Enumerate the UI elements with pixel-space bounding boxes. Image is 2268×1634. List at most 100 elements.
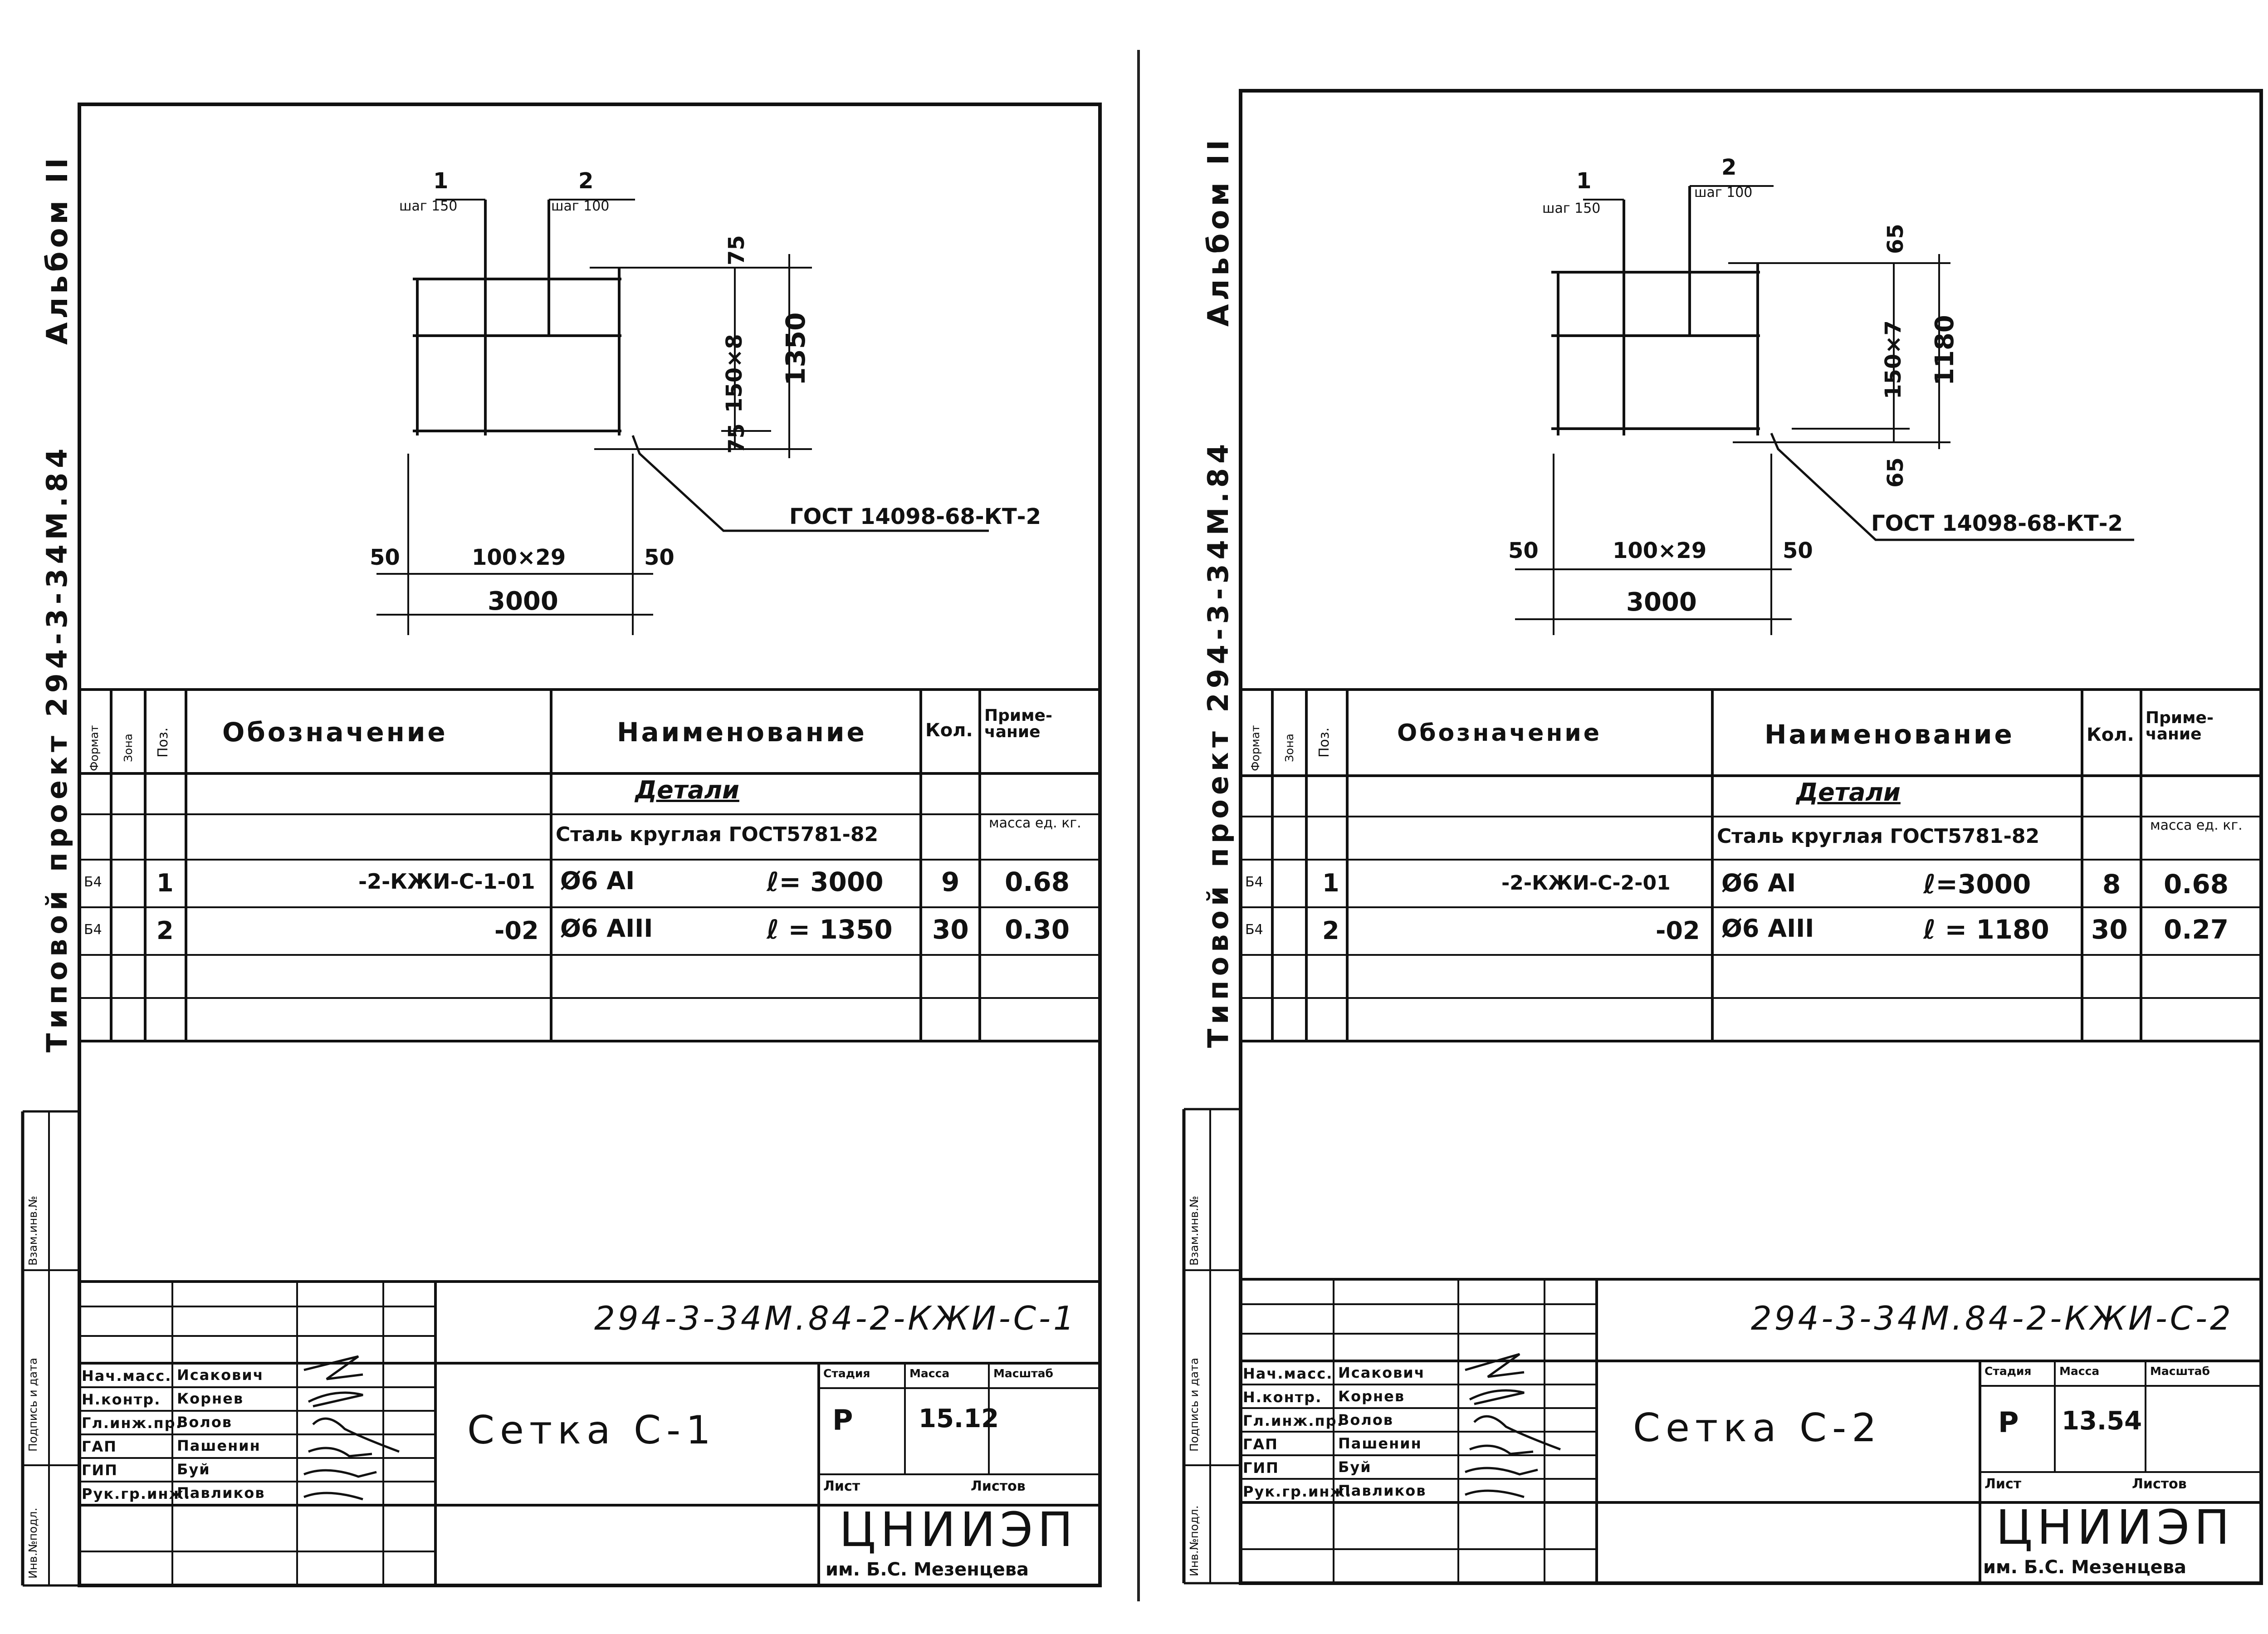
org-subtitle: им. Б.С. Мезенцева bbox=[826, 1559, 1029, 1580]
pos2-step: шаг 100 bbox=[1694, 185, 1753, 201]
row2-length: ℓ = 1180 bbox=[1923, 914, 2049, 945]
material-label: Сталь круглая ГОСТ5781-82 bbox=[1717, 825, 2040, 848]
role-4: ГАП bbox=[82, 1438, 117, 1455]
right-edge-dim: 50 bbox=[1783, 538, 1813, 563]
name-2: Корнев bbox=[177, 1390, 244, 1407]
role-3: Гл.инж.пр. bbox=[82, 1414, 182, 1432]
mass-value: 13.54 bbox=[2062, 1406, 2142, 1436]
row1-qty: 9 bbox=[941, 866, 960, 897]
pos1-step: шаг 150 bbox=[1542, 201, 1601, 216]
sheet-cut-line bbox=[1137, 50, 1140, 1601]
mesh-drawing bbox=[1515, 185, 2134, 635]
inner-spacing-dim: 150×8 bbox=[722, 334, 747, 413]
mass-value: 15.12 bbox=[919, 1404, 999, 1433]
pos1-step: шаг 150 bbox=[399, 198, 458, 214]
sheet-label: Лист bbox=[823, 1478, 860, 1494]
spec-table-grid bbox=[79, 688, 1100, 1042]
inner-spacing-dim: 150×7 bbox=[1881, 320, 1906, 399]
title-block-grid bbox=[79, 1280, 1100, 1585]
sheets-label: Листов bbox=[2132, 1476, 2187, 1492]
col-format-header: Формат bbox=[88, 725, 101, 771]
col-note-header: Приме-чание bbox=[984, 706, 1052, 741]
row2-length: ℓ = 1350 bbox=[767, 914, 893, 945]
col-designation-header: Обозначение bbox=[222, 717, 448, 748]
album-label: Альбом II bbox=[41, 154, 74, 345]
mass-label: Масса bbox=[2059, 1365, 2100, 1378]
row1-length: ℓ= 3000 bbox=[767, 866, 884, 897]
top-offset-dim: 65 bbox=[1883, 224, 1908, 254]
mass-note: масса ед. кг. bbox=[2150, 817, 2243, 833]
name-4: Пашенин bbox=[177, 1437, 261, 1454]
col-qty-header: Кол. bbox=[925, 720, 973, 741]
row1-note: 0.68 bbox=[2164, 869, 2229, 900]
section-title: Детали bbox=[635, 776, 739, 804]
span-dim: 100×29 bbox=[472, 545, 566, 570]
top-offset-dim: 75 bbox=[724, 235, 749, 265]
role-4: ГАП bbox=[1243, 1436, 1278, 1453]
row2-designation: -02 bbox=[1656, 916, 1700, 945]
row2-pos: 2 bbox=[156, 916, 174, 945]
role-3: Гл.инж.пр. bbox=[1243, 1412, 1344, 1429]
name-3: Волов bbox=[1338, 1411, 1394, 1429]
row2-dia: Ø6 АIII bbox=[560, 914, 653, 943]
col-zone-header: Зона bbox=[122, 734, 135, 762]
name-1: Исакович bbox=[1338, 1364, 1425, 1381]
signature-scribbles bbox=[303, 1355, 400, 1501]
sheets-label: Листов bbox=[971, 1478, 1026, 1494]
role-5: ГИП bbox=[1243, 1459, 1279, 1477]
bottom-offset-dim: 65 bbox=[1883, 457, 1908, 488]
name-3: Волов bbox=[177, 1414, 233, 1431]
pos1-label: 1 bbox=[433, 168, 449, 194]
row2-note: 0.30 bbox=[1005, 914, 1070, 945]
height-dim: 1180 bbox=[1930, 315, 1960, 386]
org-name: ЦНИИЭП bbox=[1996, 1500, 2234, 1555]
col-zone-header: Зона bbox=[1283, 734, 1296, 762]
drawing-code: 294-3-34М.84-2-КЖИ-С-2 bbox=[1751, 1299, 2234, 1337]
stamp-inv: Инв.№подл. bbox=[26, 1507, 39, 1579]
right-edge-dim: 50 bbox=[644, 545, 675, 570]
role-6: Рук.гр.инж. bbox=[1243, 1483, 1352, 1500]
role-5: ГИП bbox=[82, 1462, 118, 1479]
title-block-grid bbox=[1241, 1278, 2261, 1583]
sheet-frame bbox=[21, 103, 1102, 1587]
row2-qty: 30 bbox=[932, 914, 969, 945]
name-4: Пашенин bbox=[1338, 1435, 1422, 1452]
material-label: Сталь круглая ГОСТ5781-82 bbox=[556, 823, 879, 846]
total-dim: 3000 bbox=[1626, 587, 1697, 617]
row1-pos: 1 bbox=[1322, 869, 1339, 897]
row1-designation: -2-КЖИ-С-2-01 bbox=[1501, 871, 1671, 895]
row1-dia: Ø6 АI bbox=[560, 866, 635, 895]
row2-pos: 2 bbox=[1322, 916, 1339, 945]
row1-dia: Ø6 АI bbox=[1721, 869, 1796, 897]
role-2: Н.контр. bbox=[1243, 1389, 1322, 1406]
left-edge-dim: 50 bbox=[370, 545, 400, 570]
stage-label: Стадия bbox=[1984, 1365, 2032, 1378]
project-label: Типовой проект 294-3-34М.84 bbox=[40, 444, 73, 1052]
row2-format: Б4 bbox=[1245, 922, 1263, 938]
stamp-sign-date: Подпись и дата bbox=[1188, 1357, 1201, 1452]
row1-length: ℓ=3000 bbox=[1923, 869, 2031, 900]
row1-format: Б4 bbox=[84, 874, 102, 890]
row2-dia: Ø6 АIII bbox=[1721, 914, 1814, 943]
col-pos-header: Поз. bbox=[1316, 727, 1332, 758]
span-dim: 100×29 bbox=[1613, 538, 1707, 563]
col-note-header: Приме-чание bbox=[2146, 709, 2214, 744]
name-6: Павликов bbox=[1338, 1482, 1427, 1499]
row2-qty: 30 bbox=[2091, 914, 2128, 945]
drawing-code: 294-3-34М.84-2-КЖИ-С-1 bbox=[594, 1299, 1077, 1337]
stamp-inv: Инв.№подл. bbox=[1188, 1505, 1201, 1576]
row1-format: Б4 bbox=[1245, 874, 1263, 890]
stamp-sign-date: Подпись и дата bbox=[26, 1357, 39, 1452]
pos2-step: шаг 100 bbox=[551, 198, 610, 214]
row1-qty: 8 bbox=[2102, 869, 2121, 900]
col-name-header: Наименование bbox=[1765, 719, 2014, 750]
row1-note: 0.68 bbox=[1005, 866, 1070, 897]
sheet-label: Лист bbox=[1984, 1476, 2022, 1492]
name-2: Корнев bbox=[1338, 1388, 1405, 1405]
height-dim: 1350 bbox=[780, 312, 811, 386]
col-pos-header: Поз. bbox=[155, 727, 171, 758]
stage-value: Р bbox=[832, 1404, 853, 1437]
drawing-title: Сетка С-1 bbox=[467, 1408, 716, 1453]
name-5: Буй bbox=[177, 1461, 210, 1478]
row2-designation: -02 bbox=[494, 916, 539, 945]
